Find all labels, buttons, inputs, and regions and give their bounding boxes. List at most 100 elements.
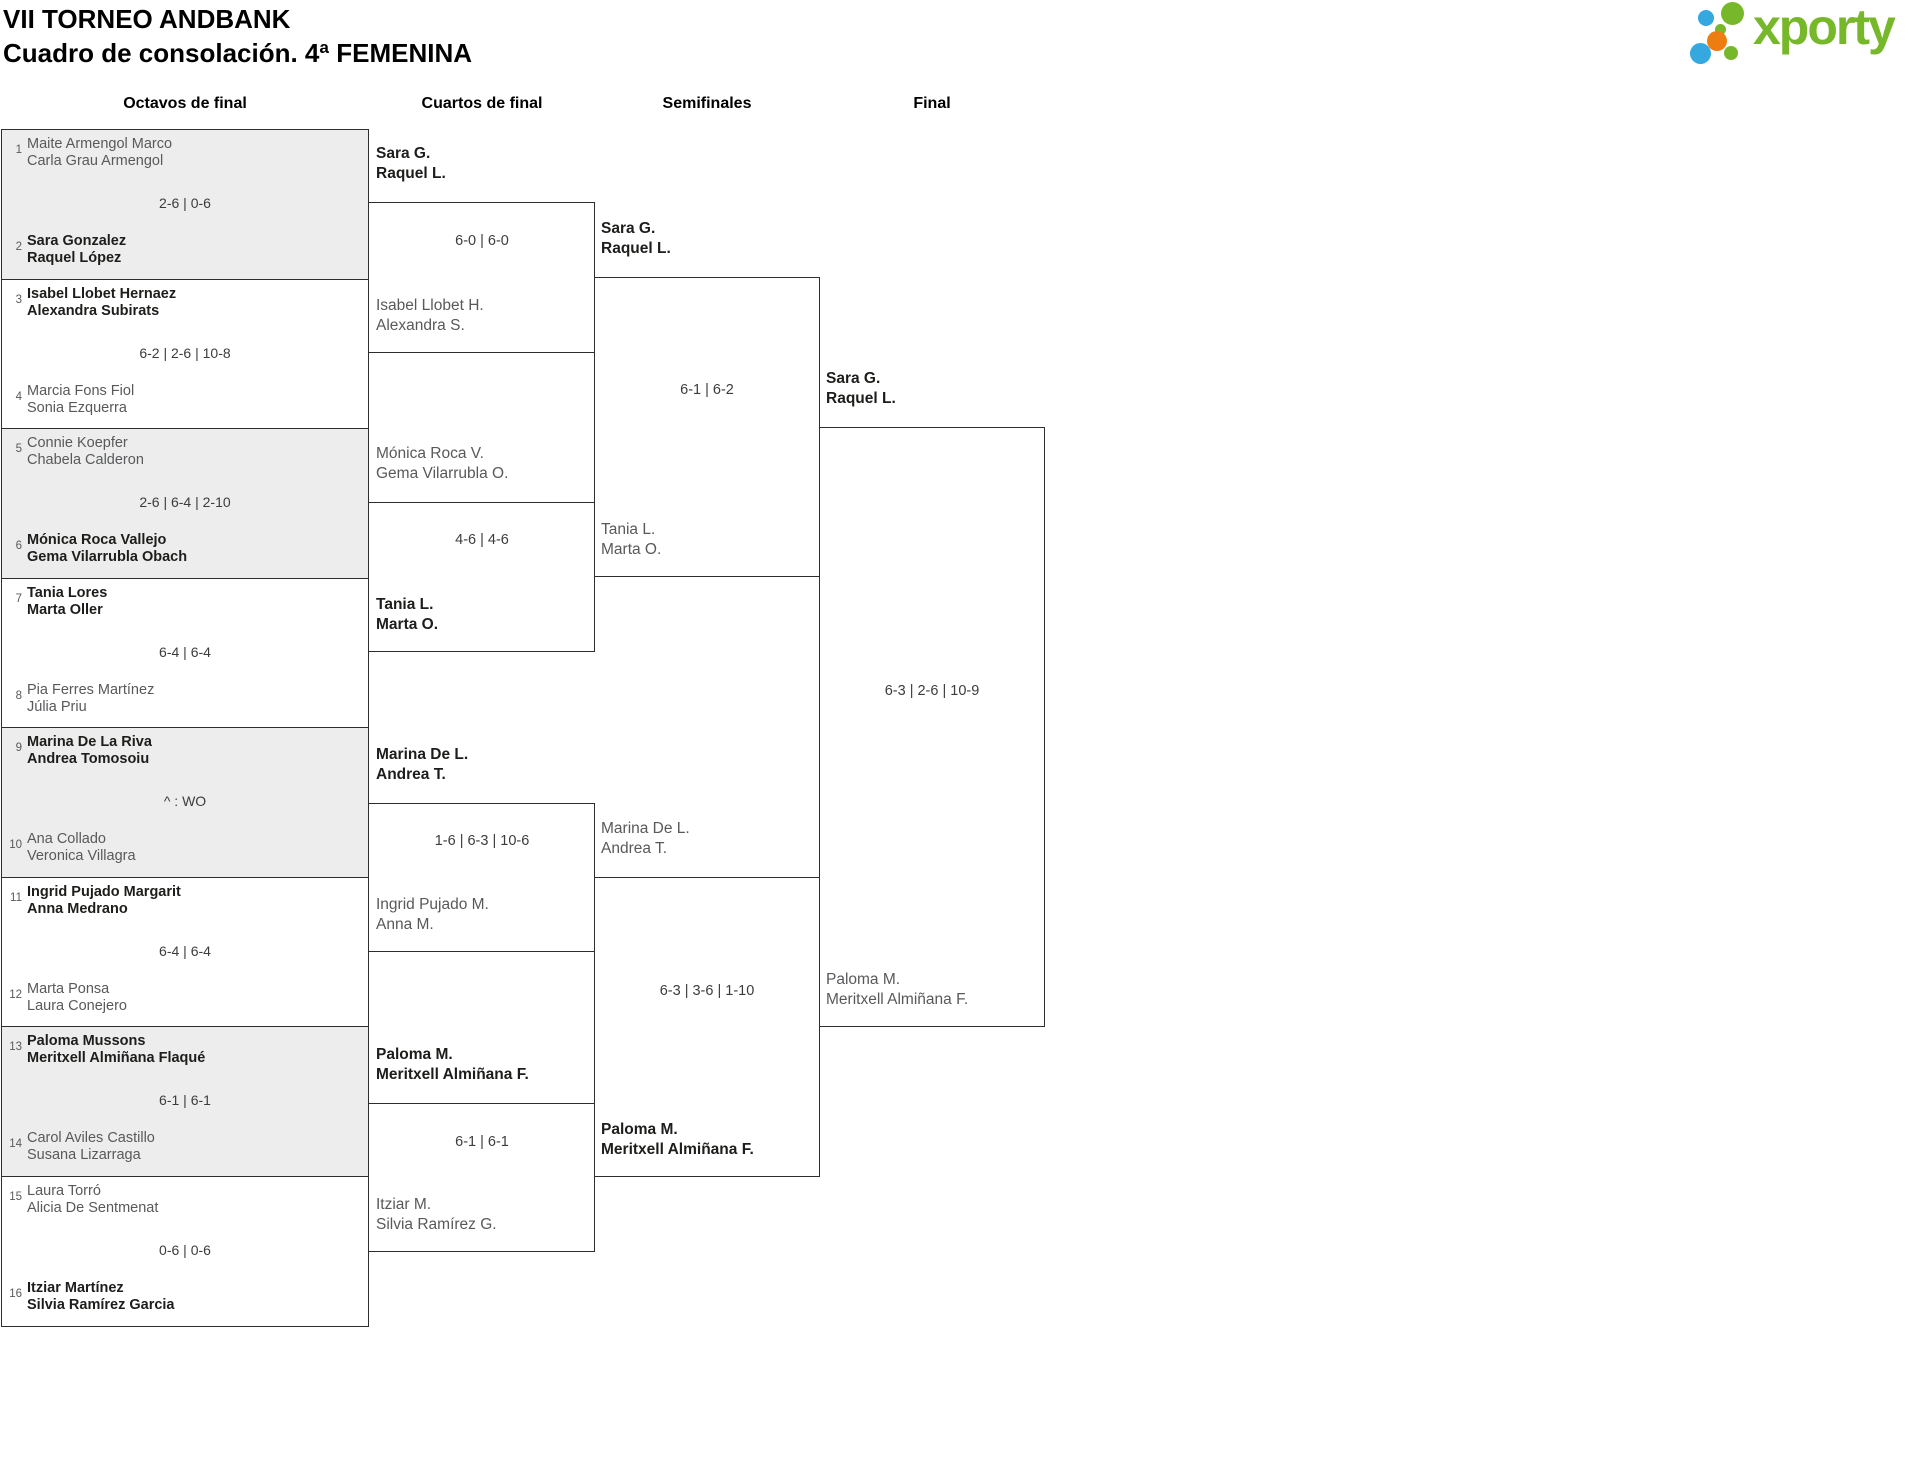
team-name: Paloma M.Meritxell Almiñana F. [601, 1120, 754, 1159]
team-player-name: Pia Ferres Martínez [27, 682, 155, 698]
team-player-name: Ingrid Pujado M. [376, 896, 489, 913]
team-name: Itziar M. Silvia Ramírez G. [376, 1195, 497, 1234]
seed-number: 5 [15, 443, 22, 455]
team-player-name: Tania L. [601, 521, 656, 538]
seed-number: 4 [15, 391, 22, 403]
team-name: Ingrid Pujado M. Anna M. [376, 895, 489, 934]
round-header-3: Final [913, 95, 951, 112]
match-score: 6-4 | 6-4 [159, 644, 211, 660]
team-player-name: Alexandra S. [376, 316, 465, 334]
team-player-name: Meritxell Almiñana F. [826, 990, 969, 1008]
logo-dot-icon [1690, 43, 1711, 64]
team-player-name: Gema Vilarrubla O. [376, 464, 509, 482]
team-player-name: Sara G. [376, 145, 431, 162]
team-player-name: Paloma M. [376, 1046, 453, 1063]
team-player-name: Anna M. [376, 915, 434, 933]
team-player-name: Susana Lizarraga [27, 1147, 141, 1163]
team-player-name: Marina De L. [376, 746, 469, 763]
team-player-name: Carol Aviles Castillo [27, 1130, 155, 1146]
team-player-name: Marcia Fons Fiol [27, 383, 135, 399]
bracket-subtitle: Cuadro de consolación. 4ª FEMENINA [3, 38, 473, 68]
team-player-name: Sara Gonzalez [27, 233, 127, 249]
match-score: 1-6 | 6-3 | 10-6 [434, 833, 530, 849]
team-player-name: Itziar Martínez [27, 1280, 124, 1296]
team-player-name: Andrea Tomosoiu [27, 751, 150, 767]
team-player-name: Gema Vilarrubla Obach [27, 549, 188, 565]
team-player-name: Maite Armengol Marco [27, 136, 173, 152]
tournament-name: VII TORNEO ANDBANK [3, 4, 291, 34]
seed-number: 9 [15, 742, 22, 754]
team-name: Isabel Llobet H. Alexandra S. [376, 296, 484, 335]
seed-number: 14 [9, 1138, 22, 1150]
team-player-name: Raquel L. [826, 389, 896, 407]
seed-number: 3 [15, 294, 22, 306]
team-player-name: Ingrid Pujado Margarit [27, 884, 181, 900]
team-player-name: Andrea T. [376, 765, 446, 783]
logo-wordmark: xporty [1753, 0, 1896, 55]
round-header-1: Cuartos de final [421, 95, 543, 112]
team-player-name: Tania L. [376, 596, 434, 613]
team-player-name: Alexandra Subirats [27, 303, 160, 319]
team-name: Mónica Roca V.Gema Vilarrubla O. [376, 444, 508, 483]
team-player-name: Silvia Ramírez G. [376, 1215, 497, 1233]
match-score: 4-6 | 4-6 [455, 532, 509, 548]
match-score: 6-1 | 6-2 [680, 382, 734, 398]
seed-number: 15 [9, 1191, 22, 1203]
team-player-name: Paloma M. [601, 1121, 678, 1138]
xporty-logo[interactable]: xporty [1685, 0, 1920, 70]
match-score: 6-0 | 6-0 [455, 233, 509, 249]
team-player-name: Marta Ponsa [27, 981, 110, 997]
team-name: Paloma M. Meritxell Almiñana F. [826, 970, 968, 1009]
team-player-name: Marta O. [601, 540, 662, 558]
seed-number: 6 [15, 540, 22, 552]
match-box-quarterfinal-4 [369, 1103, 595, 1252]
team-player-name: Laura Conejero [27, 998, 127, 1014]
team-name: Sara G. Raquel L. [826, 369, 896, 408]
logo-dot-icon [1707, 31, 1727, 51]
team-player-name: Raquel L. [376, 164, 446, 182]
team-player-name: Júlia Priu [27, 699, 87, 715]
team-player-name: Laura Torró [27, 1183, 101, 1199]
round-header-0: Octavos de final [123, 95, 247, 112]
seed-number: 8 [15, 690, 22, 702]
team-player-name: Isabel Llobet Hernaez [27, 286, 177, 302]
team-name: Sara G.Raquel L. [601, 219, 671, 258]
seed-number: 16 [9, 1288, 22, 1300]
team-player-name: Anna Medrano [27, 901, 128, 917]
seed-number: 7 [15, 593, 22, 605]
team-player-name: Tania Lores [27, 585, 108, 601]
logo-dot-icon [1721, 2, 1744, 25]
team-player-name: Raquel L. [601, 239, 671, 257]
team-player-name: Veronica Villagra [27, 848, 136, 864]
match-box-final [819, 427, 1045, 1027]
team-player-name: Raquel López [27, 250, 122, 266]
team-player-name: Sara G. [826, 370, 881, 387]
match-box-semifinal-2 [594, 877, 820, 1177]
team-player-name: Sonia Ezquerra [27, 400, 127, 416]
team-player-name: Alicia De Sentmenat [27, 1200, 159, 1216]
seed-number: 12 [9, 989, 22, 1001]
team-name: Tania L.Marta O. [376, 595, 438, 634]
team-player-name: Chabela Calderon [27, 452, 144, 468]
team-name: Tania L. Marta O. [601, 520, 661, 559]
team-player-name: Paloma M. [826, 971, 901, 988]
team-player-name: Silvia Ramírez Garcia [27, 1297, 175, 1313]
team-player-name: Isabel Llobet H. [376, 297, 484, 314]
team-player-name: Itziar M. [376, 1196, 432, 1213]
match-score: 0-6 | 0-6 [159, 1242, 211, 1258]
